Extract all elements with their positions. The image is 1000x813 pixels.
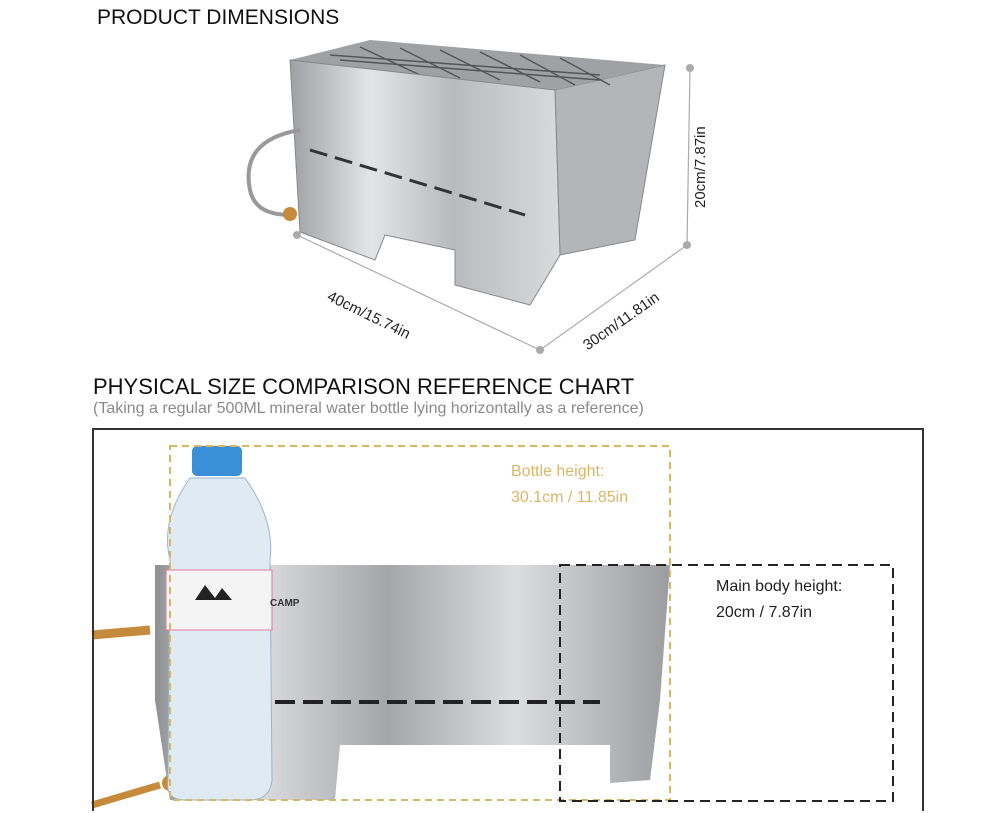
water-bottle (165, 446, 273, 801)
body-height-label: Main body height: 20cm / 7.87in (716, 574, 842, 626)
height-dimension: 20cm/7.87in (692, 126, 709, 208)
grill-3d-image (246, 40, 666, 306)
body-height-outline (559, 564, 894, 802)
comparison-subtitle: (Taking a regular 500ML mineral water bo… (93, 400, 644, 417)
comparison-frame (92, 428, 924, 811)
bottle-height-caption: Bottle height: (511, 463, 605, 480)
grill-front-panel (91, 565, 670, 809)
bottle-height-label: Bottle height: 30.1cm / 11.85in (511, 459, 628, 511)
bottle-height-outline (169, 445, 671, 801)
bottle-height-value: 30.1cm / 11.85in (511, 489, 629, 506)
comparison-title: PHYSICAL SIZE COMPARISON REFERENCE CHART (93, 374, 635, 399)
body-height-value: 20cm / 7.87in (716, 604, 813, 621)
body-height-caption: Main body height: (716, 578, 843, 595)
brand-text: CAMP (270, 598, 300, 609)
product-dimensions-title: PRODUCT DIMENSIONS (97, 6, 340, 29)
